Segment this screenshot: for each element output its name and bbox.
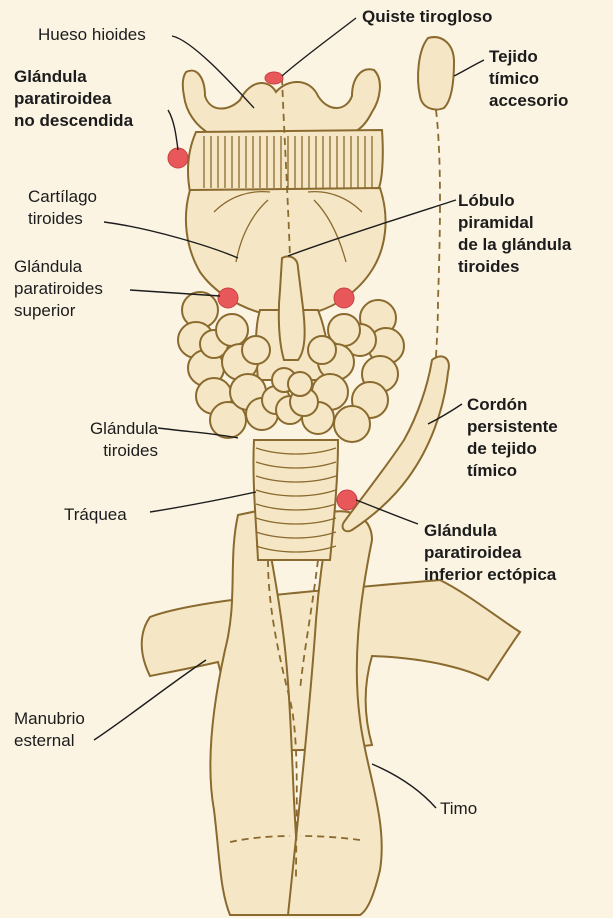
accessory-thymic-tissue (418, 37, 454, 109)
label-thyroid-cartilage: Cartílago tiroides (28, 186, 97, 230)
trachea (253, 440, 338, 560)
label-ectopic-inferior-parathyroid: Glándula paratiroidea inferior ectópica (424, 520, 556, 586)
thyroid-left-lobule (216, 314, 248, 346)
trachea-shape (253, 440, 338, 560)
label-thymus: Timo (440, 798, 477, 820)
thymic-descent-path (436, 110, 440, 360)
thyroid-isthmus-lobule (288, 372, 312, 396)
thyroid-right-lobule (334, 406, 370, 442)
label-thyroglossal-cyst: Quiste tirogloso (362, 6, 492, 28)
label-manubrium: Manubrio esternal (14, 708, 85, 752)
label-accessory-thymic-tissue: Tejido tímico accesorio (489, 46, 568, 112)
label-thyroid-gland: Glándula tiroides (60, 418, 158, 462)
undescended-parathyroid-marker (168, 148, 188, 168)
thyroglossal-cyst-marker (265, 72, 283, 84)
thyroid-right-lobule (308, 336, 336, 364)
label-thymic-cord: Cordón persistente de tejido tímico (467, 394, 558, 482)
ectopic-inferior-parathyroid-marker (337, 490, 357, 510)
label-undescended-parathyroid: Glándula paratiroidea no descendida (14, 66, 133, 132)
thyroid-left-lobule (242, 336, 270, 364)
label-pyramidal-lobe: Lóbulo piramidal de la glándula tiroides (458, 190, 571, 278)
label-trachea: Tráquea (64, 504, 127, 526)
label-hyoid-bone: Hueso hioides (38, 24, 146, 46)
superior-parathyroid-left-marker (218, 288, 238, 308)
superior-parathyroid-right-marker (334, 288, 354, 308)
label-superior-parathyroid: Glándula paratiroides superior (14, 256, 103, 322)
